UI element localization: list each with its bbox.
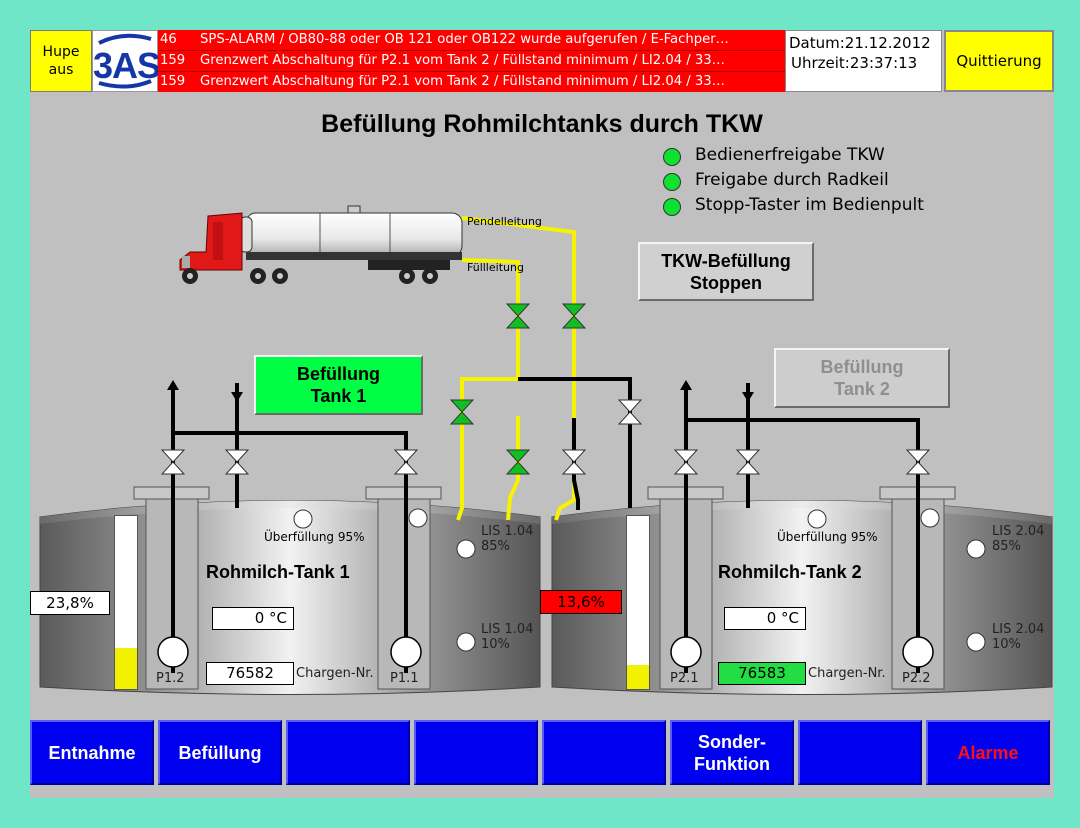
nav-alarme-button[interactable]: Alarme (926, 720, 1050, 785)
tkw-stop-label-line1: TKW-Befüllung (661, 250, 791, 271)
horn-off-button[interactable]: Hupe aus (30, 30, 92, 92)
fill-tank-1-label-line1: Befüllung (297, 364, 380, 384)
pump-label-p2-2: P2.2 (902, 671, 931, 686)
tank-2-name: Rohmilch-Tank 2 (718, 562, 862, 582)
level-sensor-icons (293, 508, 986, 652)
tank-2-batch-label: Chargen-Nr. (808, 666, 886, 681)
hmi-panel: Hupe aus 3AS 46 SPS-ALARM / OB80-88 oder… (30, 30, 1054, 798)
valve-icons (160, 303, 931, 475)
nav-empty-button-3[interactable] (286, 720, 410, 785)
nav-empty-button-5[interactable] (542, 720, 666, 785)
horn-off-label-line1: Hupe (42, 44, 80, 60)
nav-empty-button-7[interactable] (798, 720, 922, 785)
tank-2-lis-high-value: 85% (992, 539, 1021, 554)
indicator-label: Bedienerfreigabe TKW (695, 145, 885, 165)
nav-sonderfunktion-button[interactable]: Sonder- Funktion (670, 720, 794, 785)
tank-1-lis-low-tag: LIS 1.04 (481, 622, 534, 637)
tank-2-lis-low-tag: LIS 2.04 (992, 622, 1045, 637)
tank-2-batch-number[interactable]: 76583 (718, 662, 806, 685)
return-line-label: Pendelleitung (467, 215, 542, 228)
pump-label-p1-1: P1.1 (390, 671, 419, 686)
alarm-row[interactable]: 159 Grenzwert Abschaltung für P2.1 vom T… (158, 50, 785, 71)
tank-1-level-bar (114, 515, 138, 690)
tkw-stop-label-line2: Stoppen (689, 272, 762, 293)
tanker-truck-icon (179, 205, 463, 284)
tank-1-lis-low-value: 10% (481, 637, 510, 652)
fill-tank-2-label-line2: Tank 2 (834, 379, 890, 399)
company-logo: 3AS (92, 30, 161, 92)
tank-2-level-percent: 13,6% (540, 590, 622, 614)
bottom-navigation: Entnahme Befüllung Sonder- Funktion Alar… (30, 720, 1054, 785)
tank-2-level-fill (627, 665, 649, 689)
pump-icons (157, 636, 934, 668)
flow-arrow-icons (167, 380, 754, 402)
date-time-display: Datum:21.12.2012 Uhrzeit:23:37:13 (785, 30, 942, 92)
logo-swoosh-icon (98, 33, 152, 89)
tank-1-lis-high-tag: LIS 1.04 (481, 524, 534, 539)
status-led-icon (663, 198, 681, 216)
nav-befuellung-button[interactable]: Befüllung (158, 720, 282, 785)
tank-1-name: Rohmilch-Tank 1 (206, 562, 350, 582)
nav-entnahme-button[interactable]: Entnahme (30, 720, 154, 785)
fill-line-label: Füllleitung (467, 261, 524, 274)
page-title: Befüllung Rohmilchtanks durch TKW (321, 110, 763, 138)
tank-1-temperature: 0 °C (212, 607, 294, 630)
acknowledge-button[interactable]: Quittierung (944, 30, 1054, 92)
tank-2-level-bar (626, 515, 650, 690)
alarm-number: 159 (160, 74, 186, 89)
logo-text: 3AS (93, 45, 161, 86)
black-pipelines (171, 377, 920, 673)
fill-tank-1-label-line2: Tank 1 (310, 386, 367, 406)
date-label: Datum:21.12.2012 (789, 34, 931, 52)
tank-1-level-percent: 23,8% (30, 591, 110, 615)
alarm-number: 46 (160, 32, 177, 47)
alarm-list[interactable]: 46 SPS-ALARM / OB80-88 oder OB 121 oder … (158, 30, 785, 92)
pump-label-p2-1: P2.1 (670, 671, 699, 686)
status-led-icon (663, 148, 681, 166)
pump-label-p1-2: P1.2 (156, 671, 185, 686)
indicator-label: Freigabe durch Radkeil (695, 170, 889, 190)
time-label: Uhrzeit:23:37:13 (791, 54, 918, 72)
alarm-number: 159 (160, 53, 186, 68)
tank-2-lis-high-tag: LIS 2.04 (992, 524, 1045, 539)
tank-1-batch-number[interactable]: 76582 (206, 662, 294, 685)
tank-2-temperature: 0 °C (724, 607, 806, 630)
tank-1-batch-label: Chargen-Nr. (296, 666, 374, 681)
alarm-row[interactable]: 159 Grenzwert Abschaltung für P2.1 vom T… (158, 71, 785, 92)
alarm-row[interactable]: 46 SPS-ALARM / OB80-88 oder OB 121 oder … (158, 30, 785, 50)
tank-1-level-fill (115, 647, 137, 689)
tank-2-overflow-label: Überfüllung 95% (777, 530, 878, 544)
nav-empty-button-4[interactable] (414, 720, 538, 785)
tank-1-lis-high-value: 85% (481, 539, 510, 554)
process-diagram (39, 205, 1053, 695)
indicator-label: Stopp-Taster im Bedienpult (695, 195, 924, 215)
status-led-icon (663, 173, 681, 191)
horn-off-label-line2: aus (48, 62, 74, 78)
fill-tank-2-label-line1: Befüllung (820, 357, 904, 377)
tank-1-overflow-label: Überfüllung 95% (264, 530, 365, 544)
tank-2-lis-low-value: 10% (992, 637, 1021, 652)
